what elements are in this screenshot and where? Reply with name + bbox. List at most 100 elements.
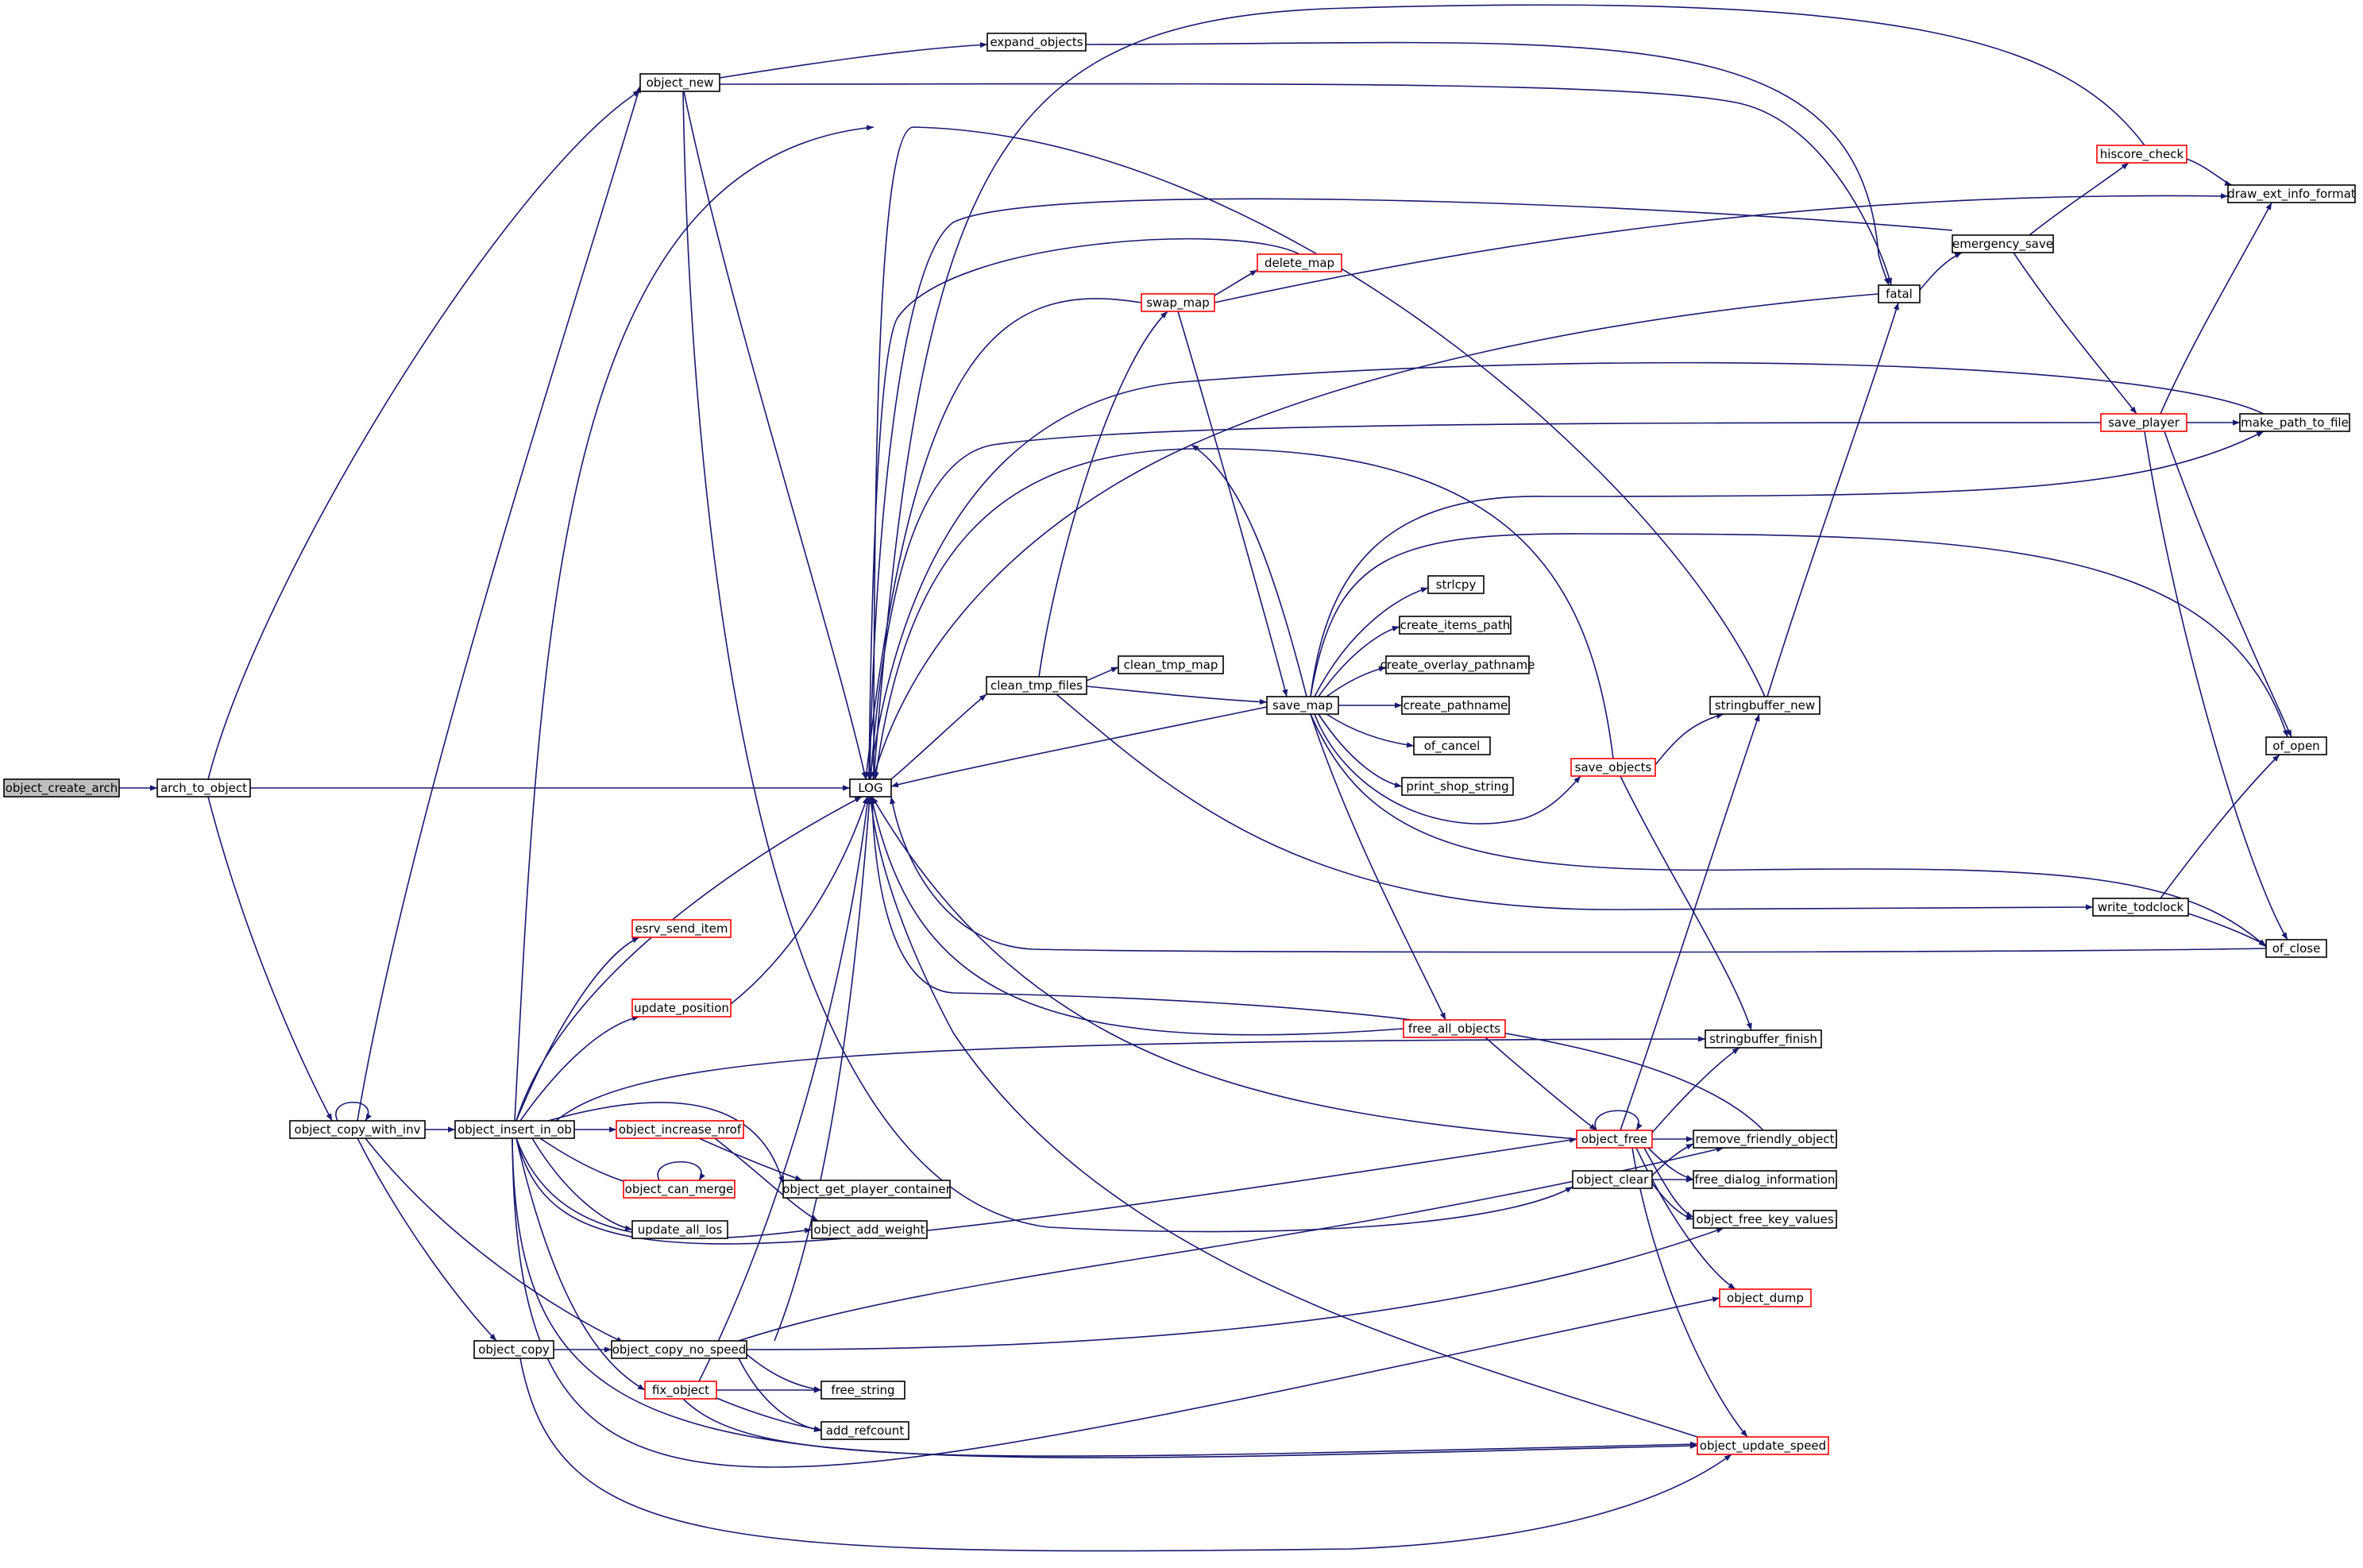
node-box[interactable] [1719,1288,1812,1307]
node-box[interactable] [2239,413,2350,432]
node-box[interactable] [820,1381,905,1400]
node-box[interactable] [986,676,1087,695]
node-save_map[interactable]: save_map [1266,696,1339,715]
node-stringbuffer_finish[interactable]: stringbuffer_finish [1705,1029,1822,1049]
node-box[interactable] [987,33,1087,52]
node-box[interactable] [611,1340,747,1359]
node-expand_objects[interactable]: expand_objects [987,33,1087,52]
node-hiscore_check[interactable]: hiscore_check [2096,145,2187,164]
node-object_copy_with_inv[interactable]: object_copy_with_inv [289,1120,426,1139]
node-of_close[interactable]: of_close [2265,939,2327,958]
node-object_add_weight[interactable]: object_add_weight [811,1220,928,1239]
node-of_open[interactable]: of_open [2265,736,2327,755]
node-box[interactable] [1427,575,1485,594]
node-box[interactable] [631,998,732,1018]
node-box[interactable] [1697,1436,1829,1455]
node-clean_tmp_files[interactable]: clean_tmp_files [986,676,1087,695]
node-object_update_speed[interactable]: object_update_speed [1697,1436,1829,1455]
node-free_dialog_information[interactable]: free_dialog_information [1693,1170,1837,1189]
node-remove_friendly_object[interactable]: remove_friendly_object [1693,1130,1837,1149]
node-box[interactable] [782,1180,951,1199]
node-of_cancel[interactable]: of_cancel [1413,736,1491,755]
node-box[interactable] [1399,616,1512,635]
node-box[interactable] [1570,758,1656,777]
node-swap_map[interactable]: swap_map [1141,293,1215,312]
node-box[interactable] [473,1340,554,1359]
node-box[interactable] [1141,293,1215,312]
node-fatal[interactable]: fatal [1878,284,1921,303]
node-box[interactable] [1257,253,1342,272]
node-box[interactable] [1572,1170,1653,1189]
node-box[interactable] [2092,898,2189,917]
node-box[interactable] [1118,655,1224,674]
node-esrv_send_item[interactable]: esrv_send_item [631,919,732,938]
node-update_position[interactable]: update_position [631,998,732,1018]
node-LOG[interactable]: LOG [849,778,892,798]
node-box[interactable] [1693,1130,1837,1149]
node-box[interactable] [1401,777,1514,796]
node-box[interactable] [1705,1029,1822,1049]
node-box[interactable] [639,73,720,92]
node-save_player[interactable]: save_player [2100,413,2187,432]
node-box[interactable] [1878,284,1921,303]
node-box[interactable] [1413,736,1491,755]
node-box[interactable] [454,1120,575,1139]
node-box[interactable] [2265,736,2327,755]
node-object_clear[interactable]: object_clear [1572,1170,1653,1189]
node-object_increase_nrof[interactable]: object_increase_nrof [616,1120,744,1139]
node-object_free[interactable]: object_free [1576,1130,1653,1149]
node-box[interactable] [289,1120,426,1139]
node-box[interactable] [1693,1210,1837,1229]
node-object_copy_no_speed[interactable]: object_copy_no_speed [611,1340,747,1359]
node-object_insert_in_ob[interactable]: object_insert_in_ob [454,1120,575,1139]
node-box[interactable] [2100,413,2187,432]
node-create_items_path[interactable]: create_items_path [1399,616,1512,635]
node-box[interactable] [623,1180,736,1199]
node-box[interactable] [631,919,732,938]
node-write_todclock[interactable]: write_todclock [2092,898,2189,917]
node-box[interactable] [1709,696,1821,715]
node-box[interactable] [631,1220,728,1239]
node-stringbuffer_new[interactable]: stringbuffer_new [1709,696,1821,715]
node-box[interactable] [1403,1019,1506,1038]
node-box[interactable] [644,1381,717,1400]
node-clean_tmp_map[interactable]: clean_tmp_map [1118,655,1224,674]
node-arch_to_object[interactable]: arch_to_object [156,778,251,798]
node-box[interactable] [1401,696,1510,715]
node-update_all_los[interactable]: update_all_los [631,1220,728,1239]
node-box[interactable] [2096,145,2187,164]
node-object_create_arch[interactable]: object_create_arch [3,778,120,798]
node-object_get_player_container[interactable]: object_get_player_container [782,1180,952,1199]
node-box[interactable] [1693,1170,1837,1189]
node-emergency_save[interactable]: emergency_save [1952,234,2054,253]
node-box[interactable] [811,1220,928,1239]
node-box[interactable] [616,1120,744,1139]
node-box[interactable] [1385,655,1530,674]
node-print_shop_string[interactable]: print_shop_string [1401,777,1514,796]
node-box[interactable] [156,778,251,798]
node-draw_ext_info_format[interactable]: draw_ext_info_format [2227,184,2356,203]
node-object_can_merge[interactable]: object_can_merge [623,1180,736,1199]
node-box[interactable] [2227,184,2356,203]
node-free_all_objects[interactable]: free_all_objects [1403,1019,1506,1038]
node-box[interactable] [1952,234,2054,253]
node-add_refcount[interactable]: add_refcount [820,1421,909,1440]
node-strlcpy[interactable]: strlcpy [1427,575,1485,594]
node-delete_map[interactable]: delete_map [1257,253,1342,272]
node-object_dump[interactable]: object_dump [1719,1288,1812,1307]
node-object_copy[interactable]: object_copy [473,1340,554,1359]
node-box[interactable] [1266,696,1339,715]
node-object_new[interactable]: object_new [639,73,720,92]
node-box[interactable] [1576,1130,1653,1149]
node-box[interactable] [849,778,892,798]
node-box[interactable] [2265,939,2327,958]
node-make_path_to_file[interactable]: make_path_to_file [2239,413,2350,432]
node-save_objects[interactable]: save_objects [1570,758,1656,777]
node-object_free_key_values[interactable]: object_free_key_values [1693,1210,1837,1229]
node-free_string[interactable]: free_string [820,1381,905,1400]
node-create_overlay_pathname[interactable]: create_overlay_pathname [1380,655,1535,674]
node-create_pathname[interactable]: create_pathname [1401,696,1510,715]
node-fix_object[interactable]: fix_object [644,1381,717,1400]
node-box[interactable] [3,778,120,798]
node-box[interactable] [820,1421,909,1440]
